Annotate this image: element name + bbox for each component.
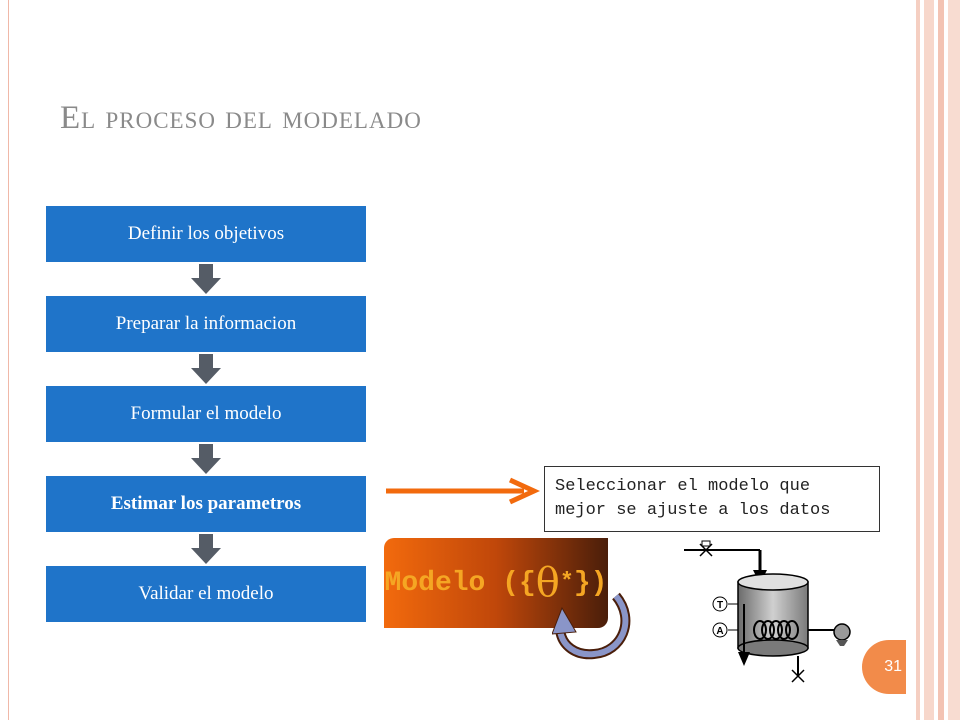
sensor-a-label: A <box>716 626 723 637</box>
sensor-t-label: T <box>717 600 723 611</box>
down-arrow-icon <box>191 534 221 564</box>
model-suffix: }) <box>573 567 608 599</box>
model-star: * <box>559 570 574 596</box>
frame-left-line <box>8 0 9 720</box>
slide-title: El proceso del modelado <box>60 100 422 136</box>
loop-arrow-icon <box>552 592 631 660</box>
step-validar-modelo[interactable]: Validar el modelo <box>46 566 366 622</box>
callout-arrow-icon <box>386 477 541 505</box>
callout-line-1: Seleccionar el modelo que <box>555 477 811 496</box>
reactor-diagram: T A <box>684 540 851 683</box>
model-theta: θ <box>535 560 560 606</box>
page-number: 31 <box>862 640 906 694</box>
down-arrow-icon <box>191 444 221 474</box>
model-box: Modelo ({θ*}) <box>384 538 608 628</box>
down-arrow-icon <box>191 354 221 384</box>
step-formular-modelo[interactable]: Formular el modelo <box>46 386 366 442</box>
callout-box: Seleccionar el modelo que mejor se ajust… <box>544 466 880 532</box>
model-prefix: Modelo ({ <box>384 567 536 599</box>
step-preparar-informacion[interactable]: Preparar la informacion <box>46 296 366 352</box>
step-definir-objetivos[interactable]: Definir los objetivos <box>46 206 366 262</box>
frame-right-stripes <box>916 0 960 720</box>
step-estimar-parametros[interactable]: Estimar los parametros <box>46 476 366 532</box>
callout-line-2: mejor se ajuste a los datos <box>555 501 831 520</box>
down-arrow-icon <box>191 264 221 294</box>
